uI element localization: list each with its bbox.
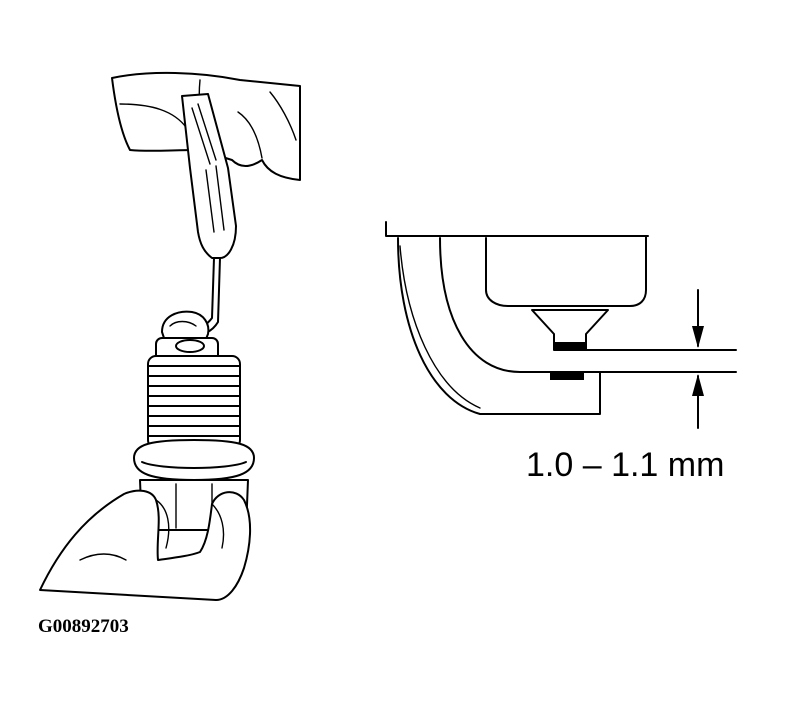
spark-plug-threads xyxy=(147,365,241,437)
lower-hand xyxy=(39,489,252,601)
gap-dimension-arrows xyxy=(692,289,704,429)
figure-id: G00892703 xyxy=(38,616,129,637)
electrode-gap-detail: 1.0 – 1.1 mm xyxy=(385,221,737,484)
gap-measurement-label: 1.0 – 1.1 mm xyxy=(526,446,724,484)
gap-check-illustration xyxy=(39,71,301,601)
